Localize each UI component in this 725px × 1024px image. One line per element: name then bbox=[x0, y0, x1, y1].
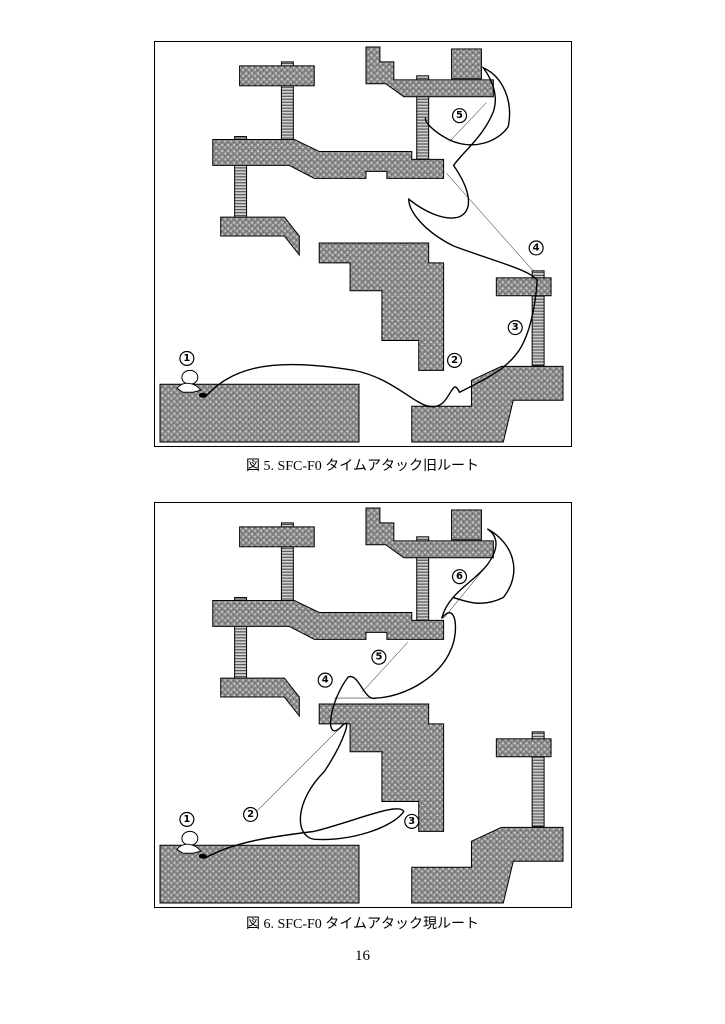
platform bbox=[220, 216, 300, 257]
svg-text:4: 4 bbox=[533, 242, 540, 253]
route-marker: 3 bbox=[404, 813, 420, 829]
route-marker: 1 bbox=[179, 811, 195, 827]
figure-caption: 図 6. SFC-F0 タイムアタック現ルート bbox=[245, 917, 480, 932]
platform bbox=[239, 526, 315, 548]
svg-text:4: 4 bbox=[322, 675, 329, 686]
ladder bbox=[531, 731, 545, 827]
figure-caption: 図 5. SFC-F0 タイムアタック旧ルート bbox=[245, 459, 480, 474]
guide-line bbox=[361, 642, 408, 693]
svg-text:1: 1 bbox=[183, 814, 190, 825]
ground bbox=[159, 383, 360, 443]
platform bbox=[318, 242, 445, 371]
route-path bbox=[204, 66, 538, 408]
route-marker: 5 bbox=[451, 108, 468, 124]
svg-text:3: 3 bbox=[408, 816, 415, 827]
door bbox=[451, 509, 482, 541]
route-marker: 4 bbox=[528, 240, 544, 256]
route-marker: 1 bbox=[179, 350, 195, 366]
svg-text:6: 6 bbox=[456, 571, 463, 582]
player-character bbox=[176, 830, 207, 859]
platform bbox=[365, 46, 494, 98]
route-path bbox=[204, 528, 515, 859]
ground bbox=[159, 844, 360, 904]
svg-text:5: 5 bbox=[456, 110, 463, 121]
platform bbox=[212, 139, 445, 179]
figure-current-route: 1 2 3 4 5 6 bbox=[154, 502, 572, 908]
route-marker: 2 bbox=[242, 806, 259, 823]
figure-old-route: 1 2 3 4 5 bbox=[154, 41, 572, 447]
guide-line bbox=[443, 564, 488, 619]
guide-line bbox=[446, 173, 534, 272]
platform bbox=[495, 738, 552, 758]
svg-text:2: 2 bbox=[247, 809, 254, 820]
map-old-route: 1 2 3 4 5 bbox=[159, 46, 564, 443]
route-marker: 5 bbox=[371, 649, 387, 665]
door bbox=[451, 48, 482, 80]
guide-line bbox=[254, 727, 341, 814]
platform bbox=[239, 65, 315, 87]
svg-text:1: 1 bbox=[183, 353, 190, 364]
ground bbox=[411, 826, 564, 904]
platform bbox=[365, 507, 494, 559]
svg-text:3: 3 bbox=[512, 322, 519, 333]
svg-text:5: 5 bbox=[375, 652, 382, 663]
route-marker: 2 bbox=[446, 352, 463, 368]
page-number: 16 bbox=[355, 948, 370, 964]
guide-line bbox=[449, 102, 487, 142]
platform bbox=[318, 703, 445, 832]
route-marker: 3 bbox=[507, 320, 523, 336]
svg-text:2: 2 bbox=[451, 355, 458, 366]
player-character bbox=[176, 369, 207, 398]
platform bbox=[495, 277, 552, 297]
platform bbox=[220, 677, 300, 718]
route-marker: 6 bbox=[451, 569, 468, 585]
ground bbox=[411, 365, 564, 443]
map-current-route: 1 2 3 4 5 6 bbox=[159, 507, 564, 904]
route-marker: 4 bbox=[317, 672, 333, 688]
platform bbox=[212, 600, 445, 640]
